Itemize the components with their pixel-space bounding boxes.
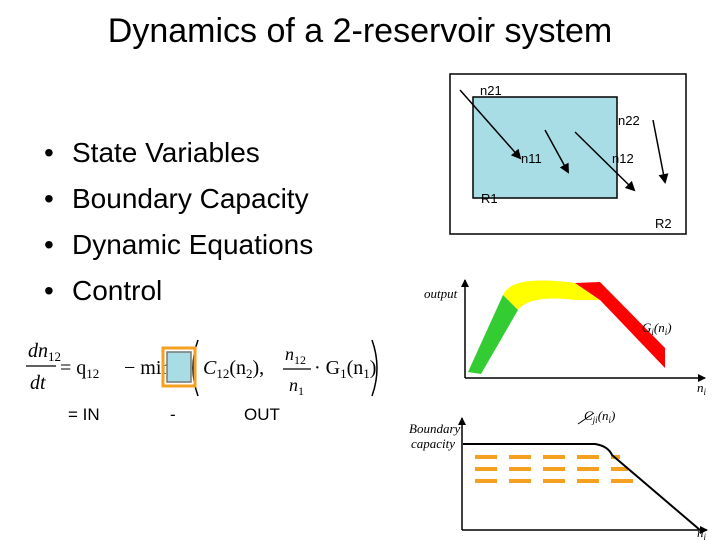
reservoir-diagram: n21 n22 n11 n12 R1 R2 (449, 73, 687, 235)
arrow-n11 (544, 129, 569, 174)
bullet-item: Control (44, 268, 313, 314)
output-chart: output Gi(ni) ni (424, 279, 707, 397)
eq-label-in: = IN (68, 405, 100, 424)
bullet-item: Boundary Capacity (44, 176, 313, 222)
eq-lhs-numerator: dn12 (28, 340, 61, 364)
capacity-xlabel: ni (697, 525, 707, 540)
bullet-list: State Variables Boundary Capacity Dynami… (44, 130, 313, 314)
eq-lhs-denominator: dt (30, 372, 46, 394)
eq-minus-min: − min (124, 357, 171, 379)
eq-label-minus: - (170, 405, 176, 424)
label-r1: R1 (481, 191, 498, 206)
eq-label-out: OUT (244, 405, 280, 424)
capacity-curve-label: Cji(ni) (584, 408, 615, 425)
r1-inner-box (472, 96, 618, 199)
capacity-label-pointer (577, 412, 595, 425)
label-n11: n11 (521, 151, 542, 166)
eq-highlight-box-orange (161, 346, 197, 388)
eq-q-term: = q12 (60, 357, 99, 381)
eq-highlight-box-blue (166, 351, 192, 383)
eq-g-term: · G1(n1) (314, 357, 376, 381)
label-r2: R2 (655, 216, 672, 231)
output-curve-rising (468, 295, 518, 374)
capacity-ylabel-line1: Boundary (409, 421, 461, 436)
label-n21: n21 (480, 83, 502, 98)
arrow-n22 (652, 119, 669, 184)
eq-frac-denominator: n1 (289, 375, 304, 398)
output-curve-label: Gi(ni) (642, 320, 672, 337)
output-xlabel: ni (697, 380, 707, 397)
output-ylabel: output (424, 286, 458, 301)
capacity-ylabel-line2: capacity (411, 436, 455, 451)
label-n12: n12 (612, 151, 634, 166)
capacity-dashes (475, 455, 638, 483)
label-n22: n22 (618, 113, 640, 128)
bullet-item: Dynamic Equations (44, 222, 313, 268)
page-title: Dynamics of a 2-reservoir system (107, 12, 613, 50)
capacity-curve (463, 443, 701, 531)
eq-right-paren (371, 339, 378, 397)
eq-frac-numerator: n12 (285, 344, 306, 367)
bullet-item: State Variables (44, 130, 313, 176)
arrow-n12 (574, 131, 636, 192)
capacity-chart: Boundary capacity Cji(ni) ni (409, 408, 708, 540)
dynamic-equation: dn12 dt = q12 − min C12(n2), n12 n1 · G1… (26, 339, 378, 424)
eq-left-paren (192, 339, 199, 397)
arrow-n21 (459, 89, 522, 160)
output-curve-peak (503, 280, 600, 310)
eq-c-term: C12(n2), (203, 357, 264, 381)
